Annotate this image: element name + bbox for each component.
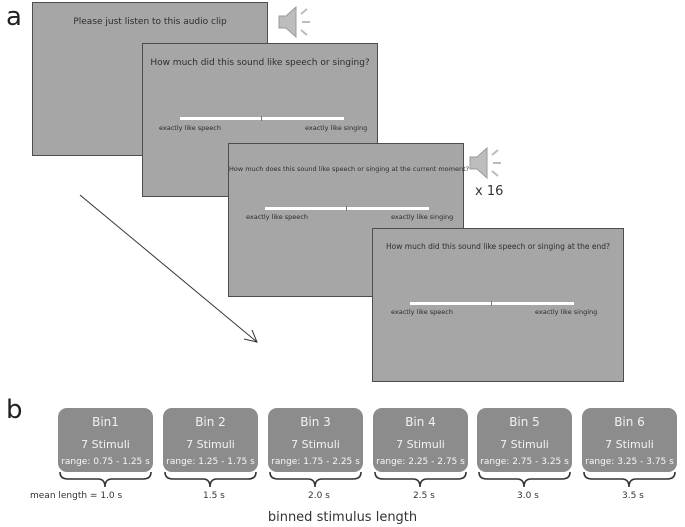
bin-mean-length: 1.5 s [203,491,225,501]
bin-stimuli: 7 Stimuli [605,438,654,451]
anchor-left-speech: exactly like speech [246,213,308,221]
bin-title: Bin 3 [300,415,331,429]
bin-mean-length: 2.5 s [413,491,435,501]
rating-slider-overall[interactable] [180,117,344,120]
bin-title: Bin 5 [509,415,540,429]
brace-icon [164,471,257,488]
speaker-icon [278,5,310,39]
repeat-count-label: x 16 [475,184,504,199]
brace-icon [374,471,467,488]
question-end: How much did this sound like speech or s… [386,242,610,251]
axis-title: binned stimulus length [267,510,418,525]
anchor-left-speech: exactly like speech [391,308,453,316]
bin-title: Bin 6 [614,415,645,429]
bin-stimuli: 7 Stimuli [291,438,340,451]
bin-stimuli: 7 Stimuli [500,438,549,451]
bin-title: Bin1 [92,415,119,429]
bin-title: Bin 4 [405,415,436,429]
bin-range: range: 2.75 - 3.25 s [480,457,569,467]
bin-card: Bin 5 7 Stimuli range: 2.75 - 3.25 s [477,408,572,472]
bin-range: range: 3.25 - 3.75 s [585,457,674,467]
brace-icon [478,471,571,488]
bin-card: Bin 4 7 Stimuli range: 2.25 - 2.75 s [373,408,468,472]
bin-range: range: 1.75 - 2.25 s [271,457,360,467]
screen-listen-text: Please just listen to this audio clip [73,17,227,27]
bin-card: Bin 2 7 Stimuli range: 1.25 - 1.75 s [163,408,258,472]
bin-title: Bin 2 [195,415,226,429]
bin-mean-length: 3.0 s [517,491,539,501]
anchor-right-singing: exactly like singing [391,213,454,221]
brace-icon [59,471,152,488]
anchor-right-singing: exactly like singing [535,308,598,316]
bin-mean-length: 3.5 s [622,491,644,501]
bin-range: range: 2.25 - 2.75 s [376,457,465,467]
bin-range: range: 0.75 - 1.25 s [61,457,150,467]
brace-icon [269,471,362,488]
bin-stimuli: 7 Stimuli [186,438,235,451]
question-overall: How much did this sound like speech or s… [150,58,370,68]
bin-card: Bin 3 7 Stimuli range: 1.75 - 2.25 s [268,408,363,472]
anchor-left-speech: exactly like speech [159,124,221,132]
slider-midpoint-tick [491,301,492,306]
bin-mean-length: mean length = 1.0 s [30,491,123,501]
bin-mean-length: 2.0 s [308,491,330,501]
slider-midpoint-tick [261,116,262,121]
screen-end-rating: How much did this sound like speech or s… [372,228,624,382]
brace-icon [583,471,676,488]
anchor-right-singing: exactly like singing [305,124,368,132]
rating-slider-end[interactable] [410,302,574,305]
bin-stimuli: 7 Stimuli [81,438,130,451]
slider-midpoint-tick [346,206,347,211]
bin-card: Bin1 7 Stimuli range: 0.75 - 1.25 s [58,408,153,472]
bin-range: range: 1.25 - 1.75 s [166,457,255,467]
bin-stimuli: 7 Stimuli [396,438,445,451]
panel-a-label: a [6,2,22,32]
rating-slider-continuous[interactable] [265,207,429,210]
speaker-icon [469,146,501,180]
question-continuous: How much does this sound like speech or … [229,165,470,173]
panel-b-label: b [6,395,23,425]
bin-card: Bin 6 7 Stimuli range: 3.25 - 3.75 s [582,408,677,472]
